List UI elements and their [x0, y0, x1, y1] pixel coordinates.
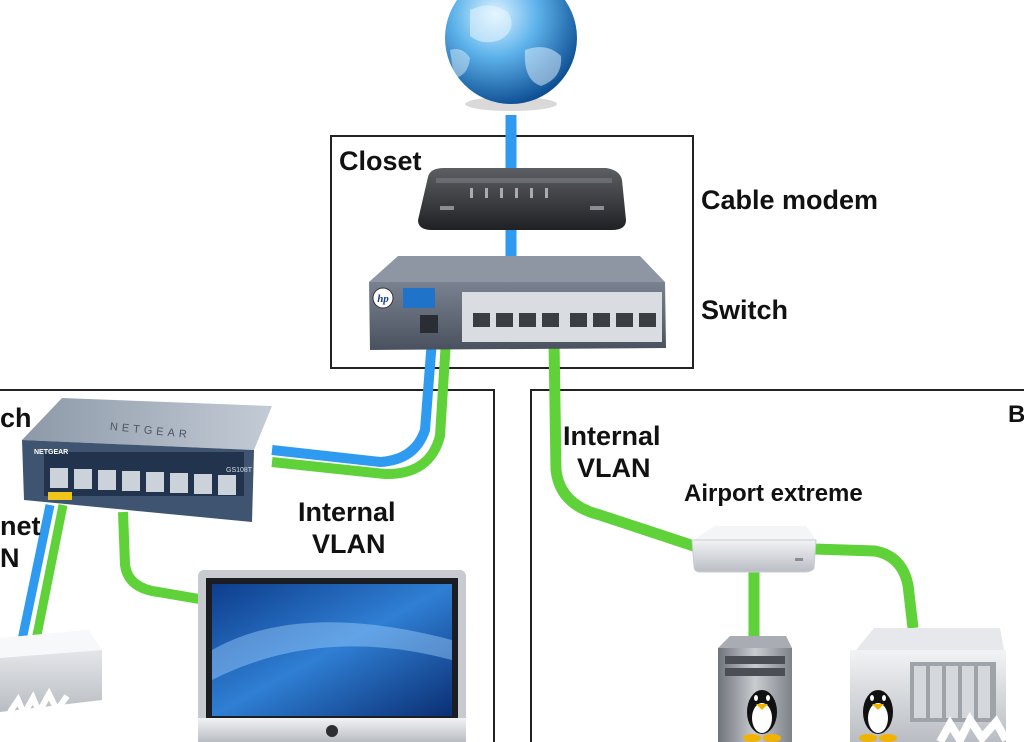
- netgear-model-text: GS108T: [226, 467, 253, 474]
- right-box-label-fragment: B: [1008, 401, 1024, 428]
- left-switch-label-fragment: ch: [0, 403, 32, 433]
- hp-logo-text: hp: [377, 293, 389, 305]
- right-vlan-label-line1: Internal: [563, 421, 661, 451]
- linux-tower-server-icon: [718, 636, 792, 742]
- blue-cable-switch-to-mac-mini: [17, 504, 55, 641]
- cable-modem-label: Cable modem: [701, 185, 879, 215]
- imac-icon: [198, 570, 466, 742]
- linux-rack-server-icon: [850, 628, 1010, 742]
- green-vlan-cable-closet-to-airport: [548, 339, 702, 554]
- airport-extreme-icon: [691, 526, 817, 573]
- switch-label: Switch: [701, 295, 789, 325]
- green-cable-switch-to-imac: [118, 511, 206, 605]
- blue-vlan-cable-closet-to-left: [271, 339, 437, 468]
- right-vlan-label-line2: VLAN: [577, 453, 651, 483]
- right-room-box: [530, 389, 1024, 742]
- internal-vlan-label-line2: VLAN: [312, 529, 386, 559]
- green-cable-switch-to-mac-mini: [31, 504, 68, 641]
- left-vlan-label-line2: N: [0, 543, 20, 573]
- internal-vlan-label-line1: Internal: [298, 497, 396, 527]
- mac-mini-icon: [0, 630, 102, 721]
- airport-extreme-label: Airport extreme: [684, 480, 863, 507]
- cable-modem-icon: [418, 168, 626, 230]
- globe-icon: [445, 0, 577, 111]
- netgear-front-brand-text: NETGEAR: [34, 449, 68, 456]
- netgear-switch-icon: NETGEAR NETGEAR GS108T: [22, 398, 272, 522]
- hp-switch-icon: hp: [369, 256, 666, 350]
- left-vlan-label-line1: net: [0, 511, 41, 541]
- green-vlan-cable-closet-to-left: [271, 339, 451, 480]
- green-cable-airport-to-rack: [813, 543, 919, 629]
- left-room-box: [0, 389, 495, 742]
- closet-label: Closet: [339, 146, 422, 176]
